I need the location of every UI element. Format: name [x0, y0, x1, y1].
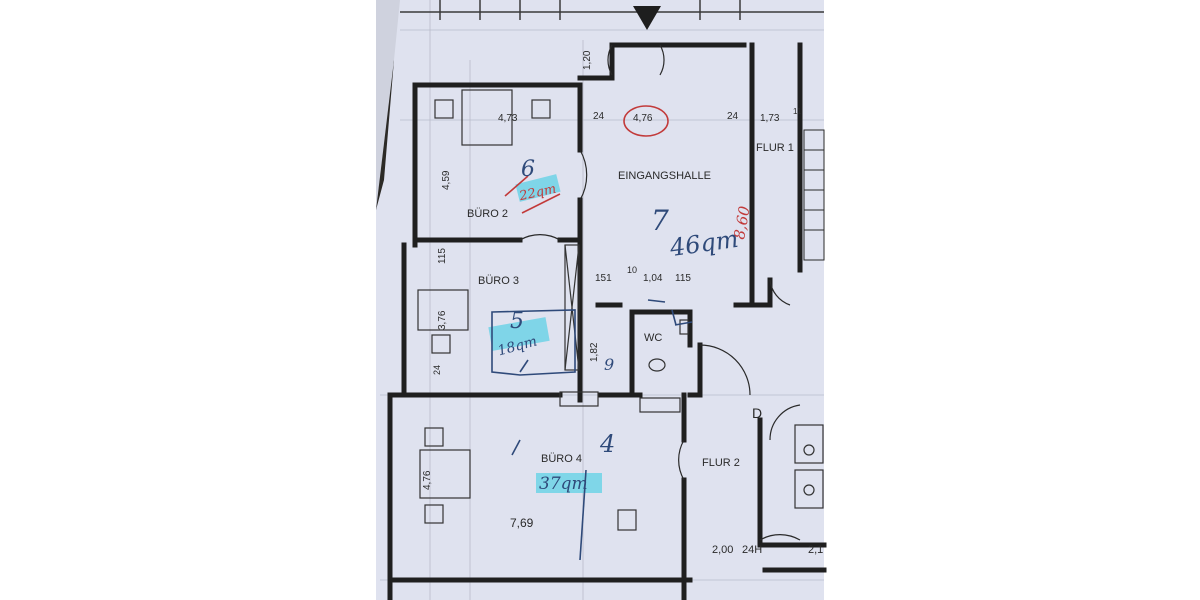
dim-1-82: 1,82 [589, 342, 600, 362]
dim-4-76-top: 4,76 [633, 113, 653, 124]
room-label-eingangshalle: EINGANGSHALLE [618, 170, 711, 182]
handwritten-room-number-7: 7 [651, 204, 669, 237]
dim-4-73: 4,73 [498, 113, 518, 124]
dim-24-a: 24 [593, 111, 605, 122]
handwritten-number-9: 9 [604, 355, 614, 374]
furniture [417, 89, 824, 531]
dim-24-b: 24 [727, 111, 739, 122]
dim-1-73: 1,73 [760, 113, 780, 124]
room-label-buero-3: BÜRO 3 [478, 275, 519, 287]
red-pen-lines [504, 105, 669, 214]
room-label-wc: WC [644, 332, 662, 344]
dim-115-b: 115 [675, 273, 691, 284]
dim-151: 151 [595, 273, 612, 284]
dim-11: 11 [793, 107, 802, 116]
walls [387, 42, 827, 600]
dim-7-69: 7,69 [510, 516, 534, 530]
room-label-buero-4: BÜRO 4 [541, 453, 582, 465]
blue-pen-lines [491, 299, 693, 561]
dim-3-76: 3,76 [437, 310, 448, 330]
dim-1-20: 1,20 [582, 50, 593, 70]
dim-10: 10 [627, 265, 637, 275]
room-label-buero-2: BÜRO 2 [467, 208, 508, 220]
north-arrow-icon [633, 6, 661, 30]
handwritten-room-number-5: 5 [510, 309, 524, 334]
paper-sheet [376, 0, 824, 600]
dim-2-1: 2,1 [808, 544, 823, 556]
door-swings [519, 44, 801, 541]
room-label-flur-1: FLUR 1 [756, 142, 794, 154]
dim-2-00: 2,00 [712, 544, 733, 556]
handwritten-red-8-60: 8,60 [730, 204, 754, 240]
dim-115: 115 [437, 248, 448, 264]
dim-1-04: 1,04 [643, 273, 663, 284]
door-d-label: D [752, 405, 762, 421]
dim-24h: 24H [742, 544, 762, 556]
handwritten-room-number-6: 6 [521, 157, 535, 182]
room-label-flur-2: FLUR 2 [702, 457, 740, 469]
dim-24-c: 24 [432, 365, 442, 375]
staircase [803, 129, 825, 261]
dim-4-59: 4,59 [441, 170, 452, 190]
handwritten-room-number-4: 4 [599, 430, 615, 458]
dim-4-76-left: 4,76 [422, 470, 433, 490]
handwritten-area-37qm: 37qm [539, 474, 588, 494]
